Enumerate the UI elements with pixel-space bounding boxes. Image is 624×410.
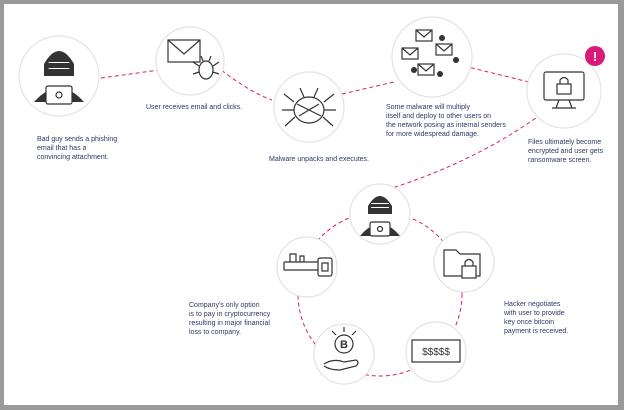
connector [341,81,395,95]
bitcoin-symbol: B [340,339,348,351]
alert-badge [585,46,605,66]
step-circle [391,16,473,98]
step-7: Hacker negotiates with user to provide k… [433,231,568,335]
step-6 [349,183,411,245]
alert-badge-text: ! [593,49,597,64]
hacker-icon [34,51,84,105]
locked-folder-icon [443,249,481,279]
step-caption-line: key once bitcoin [504,319,554,326]
step-caption-line: ransomware screen. [528,157,591,164]
step-caption-line: encrypted and user gets [528,148,604,155]
step-caption-line: with user to provide [503,310,565,317]
malware-bug-icon [282,87,336,127]
diagram-frame: Bad guy sends a phishing email that has … [4,4,618,405]
step-caption-line: Company's only option [189,302,260,309]
step-4: Some malware will multiply itself and de… [386,16,506,138]
step-caption-line: Hacker negotiates [504,301,561,308]
step-10: Company's only option is to pay in crypt… [189,236,338,336]
step-caption-line: is to pay in cryptocurrency [189,311,271,318]
step-caption-line: resulting in major financial [189,320,270,327]
step-2: User receives email and clicks. [146,26,242,111]
step-caption-line: User receives email and clicks. [146,104,242,111]
step-circle [155,26,225,96]
step-caption-line: the network posing as internal senders [386,122,506,129]
step-circle [433,231,495,293]
step-caption-line: for more widespread damage. [386,131,479,138]
step-caption-line: itself and deploy to other users on [386,113,491,120]
hacker-icon [360,196,400,237]
step-caption-line: email that has a [37,145,87,152]
step-circle [276,236,338,298]
connector [378,109,548,193]
step-1: Bad guy sends a phishing email that has … [18,35,117,161]
step-caption-line: convincing attachment. [37,154,109,161]
step-3: Malware unpacks and executes. [269,71,369,163]
step-circle [273,71,345,143]
step-caption-line: Some malware will multiply [386,104,471,111]
step-caption-line: Bad guy sends a phishing [37,136,117,143]
step-caption-line: payment is received. [504,328,568,335]
step-caption-line: loss to company. [189,329,241,336]
step-circle [526,53,602,129]
ransomware-flow-diagram: Bad guy sends a phishing email that has … [18,16,605,385]
connector [215,65,273,101]
step-circle [405,321,467,383]
step-caption-line: Files ultimately become [528,139,601,146]
connector [463,65,530,83]
step-circle [313,323,375,385]
step-5: ! Files ultimately become encrypted and … [526,46,605,164]
connector [86,69,160,81]
money-icon: $$$$$ [411,339,461,363]
step-caption-line: Malware unpacks and executes. [269,156,369,163]
step-8: $$$$$ [405,321,467,383]
locked-monitor-icon [543,71,585,109]
email-bug-icon [167,39,220,80]
key-icon [283,253,333,277]
step-9: B [313,323,375,385]
emails-spread-icon [401,29,459,77]
money-label: $$$$$ [422,347,450,358]
bitcoin-hand-icon: B [323,327,359,371]
